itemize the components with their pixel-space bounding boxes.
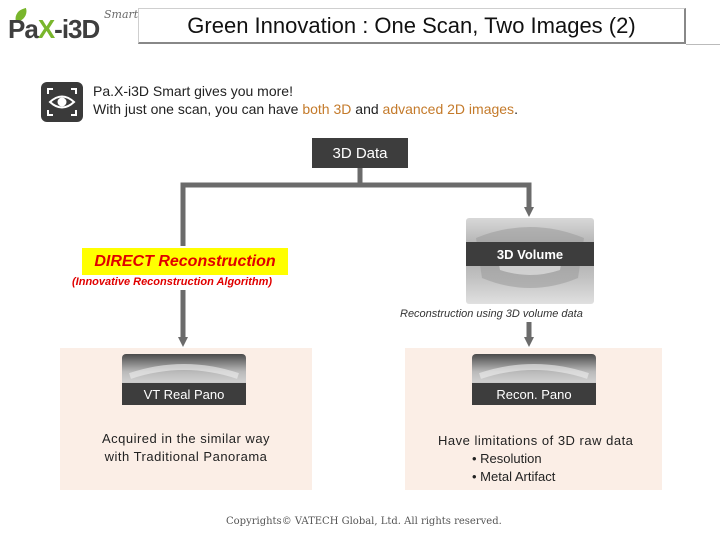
direct-reconstruction-label: DIRECT Reconstruction (94, 253, 275, 271)
limitations-list: Resolution Metal Artifact (438, 450, 633, 486)
3d-volume-label: 3D Volume (466, 242, 594, 266)
copyright-footer: Copyrights© VATECH Global, Ltd. All righ… (226, 516, 502, 527)
limitation-item: Metal Artifact (472, 468, 633, 486)
direct-reconstruction-subtitle: (Innovative Reconstruction Algorithm) (72, 276, 272, 288)
recon-pano-limitations: Have limitations of 3D raw data Resoluti… (438, 432, 633, 486)
description-line-1: Acquired in the similar way (76, 430, 296, 448)
recon-pano-label: Recon. Pano (472, 383, 596, 405)
connector-right-branch (360, 185, 529, 212)
description-line-2: with Traditional Panorama (76, 448, 296, 466)
limitations-heading: Have limitations of 3D raw data (438, 432, 633, 450)
limitation-item: Resolution (472, 450, 633, 468)
3d-data-box: 3D Data (312, 138, 408, 168)
connector-left-branch (183, 185, 360, 246)
reconstruction-caption: Reconstruction using 3D volume data (400, 308, 583, 320)
vt-real-pano-label: VT Real Pano (122, 383, 246, 405)
direct-reconstruction-box: DIRECT Reconstruction (82, 248, 288, 275)
vt-real-pano-description: Acquired in the similar way with Traditi… (76, 430, 296, 466)
